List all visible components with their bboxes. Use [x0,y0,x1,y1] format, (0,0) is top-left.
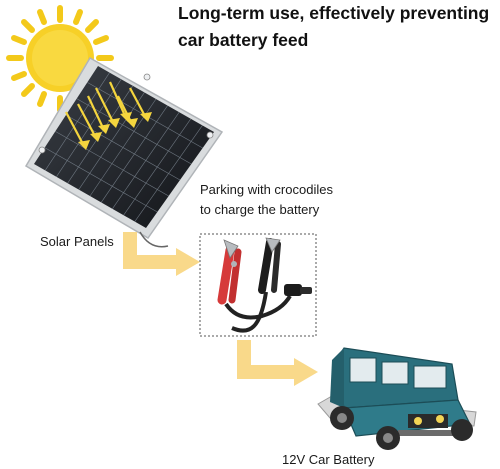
title-line-2: car battery feed [178,30,309,50]
flow-arrow-icon-2 [237,340,318,386]
car-icon [317,347,477,450]
title-line-1: Long-term use, effectively preventing [178,3,490,23]
panel-cell-line [55,131,169,197]
solar-panels-label: Solar Panels [40,234,114,249]
panel-cell-line [76,98,192,165]
page-title: Long-term use, effectively preventing ca… [178,0,498,54]
parking-caption-line-1: Parking with crocodiles [200,182,333,197]
parking-caption-line-2: to charge the battery [200,202,320,217]
flow-arrow-icon [123,232,200,276]
panel-cell-line [65,114,181,181]
car-battery-label: 12V Car Battery [282,452,375,467]
sunlight-arrows [65,81,152,150]
crocodile-clips-icon [199,233,317,337]
panel-cell-line [44,147,158,213]
parking-caption: Parking with crocodiles to charge the ba… [200,182,333,218]
